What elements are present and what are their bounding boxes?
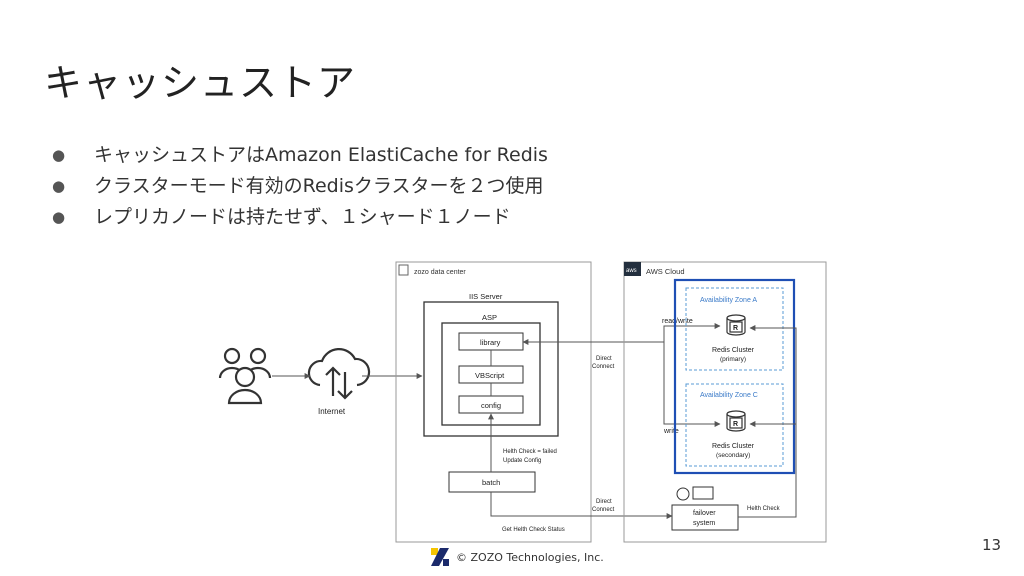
bullet-dot-icon: ● [52, 146, 66, 164]
redis-secondary-line2: (secondary) [716, 452, 750, 459]
batch-box [448, 471, 536, 493]
aws-cloud-box [623, 261, 827, 543]
bullet-item: ● キャッシュストアはAmazon ElastiCache for Redis [52, 140, 548, 171]
internet-cloud-icon [307, 348, 371, 400]
zozo-data-center-box [395, 261, 592, 543]
bullet-text: クラスターモード有効のRedisクラスターを２つ使用 [94, 175, 544, 197]
asp-label: ASP [482, 313, 497, 322]
failover-icons [676, 486, 714, 501]
bullet-item: ● クラスターモード有効のRedisクラスターを２つ使用 [52, 171, 548, 202]
zozo-dc-label: zozo data center [414, 269, 466, 276]
redis-primary-line1: Redis Cluster [712, 347, 755, 354]
availability-zone-a-box [685, 287, 784, 371]
aws-logo-icon [624, 262, 641, 276]
health-check-arrow [738, 325, 797, 518]
zozo-logo-icon [430, 547, 450, 567]
availability-zone-c-box [685, 383, 784, 467]
bullet-text: キャッシュストアはAmazon ElastiCache for Redis [94, 144, 548, 166]
redis-primary-icon-letter: R [733, 325, 738, 332]
redis-secondary-line1: Redis Cluster [712, 443, 755, 450]
direct-connect-1-line2: Connect [592, 364, 615, 370]
az-a-label: Availability Zone A [700, 297, 757, 304]
get-health-status-label: Get Helth Check Status [502, 527, 565, 533]
failover-system-box [671, 504, 739, 531]
page-number: 13 [982, 536, 1002, 554]
config-label: config [481, 401, 501, 410]
footer: © ZOZO Technologies, Inc. [430, 547, 604, 567]
bullet-list: ● キャッシュストアはAmazon ElastiCache for Redis ●… [52, 140, 548, 233]
bullet-dot-icon: ● [52, 208, 66, 226]
health-check-note-2: Update Config [503, 458, 541, 464]
direct-connect-2-line1: Direct [596, 499, 612, 505]
batch-to-failover-arrow [490, 492, 673, 519]
failover-system-line2: system [693, 520, 715, 527]
read-write-arrow [656, 323, 721, 343]
bullet-dot-icon: ● [52, 177, 66, 195]
redis-secondary-icon [726, 410, 746, 432]
users-icon [218, 347, 272, 405]
architecture-diagram: Internet zozo data center IIS Server ASP… [218, 261, 827, 543]
direct-connect-1-line1: Direct [596, 356, 612, 362]
bullet-item: ● レプリカノードは持たせず、１シャード１ノード [52, 202, 548, 233]
batch-label: batch [482, 478, 500, 487]
zozo-dc-lock-icon [398, 264, 409, 276]
bullet-text: レプリカノードは持たせず、１シャード１ノード [94, 206, 511, 228]
library-label: library [480, 338, 501, 347]
health-check-note-1: Helth Check = failed [503, 449, 557, 455]
redis-primary-line2: (primary) [720, 356, 746, 363]
aws-cloud-label: AWS Cloud [646, 267, 685, 276]
availability-zones-group [673, 278, 796, 475]
health-check-label: Helth Check [747, 506, 781, 512]
redis-primary-icon [726, 314, 746, 336]
read-write-label: read/write [662, 318, 693, 325]
internet-label: Internet [318, 407, 346, 416]
copyright-text: © ZOZO Technologies, Inc. [456, 550, 604, 564]
failover-system-line1: failover [693, 510, 716, 517]
redis-secondary-icon-letter: R [733, 421, 738, 428]
vbscript-label: VBScript [475, 371, 505, 380]
write-arrow [663, 342, 721, 427]
az-c-label: Availability Zone C [700, 392, 758, 399]
iis-server-label: IIS Server [469, 292, 503, 301]
slide-title: キャッシュストア [44, 61, 357, 105]
direct-connect-2-line2: Connect [592, 507, 615, 513]
write-label: write [663, 428, 679, 435]
aws-logo-text: aws [626, 268, 637, 274]
